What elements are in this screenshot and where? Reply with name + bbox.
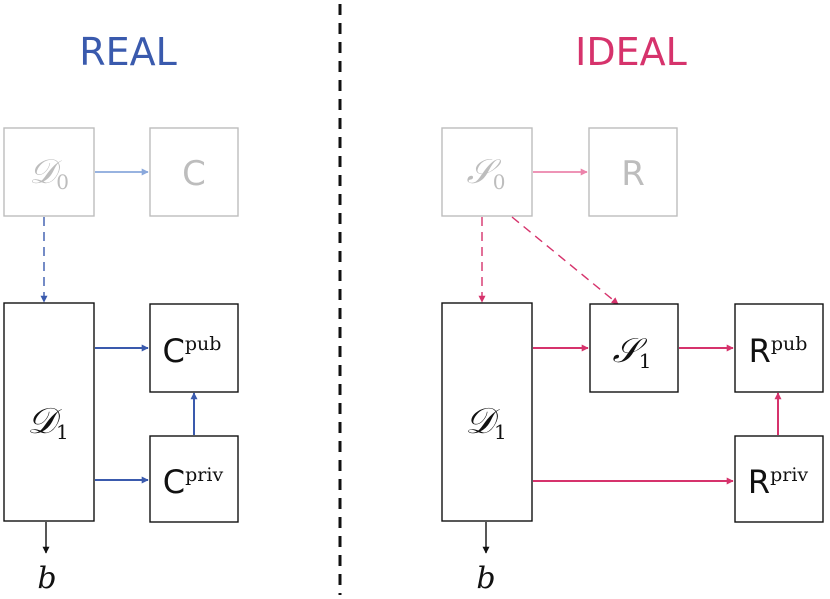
ideal-d1-box [441, 302, 533, 522]
real-c-priv-box [149, 435, 239, 523]
ideal-s0-to-s1-arrow [511, 216, 619, 305]
real-d1-label: 𝒟1 [27, 401, 68, 444]
ideal-s1-box [589, 303, 679, 393]
ideal-r-priv-box [734, 435, 824, 523]
ideal-output-label: b [476, 561, 495, 596]
real-heading: REAL [79, 30, 177, 74]
real-c-label: C [182, 154, 206, 194]
real-c-box [149, 127, 239, 217]
real-d0-box [3, 127, 95, 217]
real-output-label: b [37, 561, 56, 596]
ideal-r-pub-box [734, 303, 824, 393]
real-d1-box [3, 302, 95, 522]
ideal-r-pub-label: Rpub [749, 332, 808, 370]
ideal-s0-box [441, 127, 533, 217]
ideal-heading: IDEAL [575, 30, 687, 74]
real-c-pub-box [149, 303, 239, 393]
ideal-r-label: R [621, 154, 645, 194]
real-c-pub-label: Cpub [163, 332, 222, 370]
ideal-r-box [588, 127, 678, 217]
ideal-r-priv-label: Rpriv [748, 463, 809, 501]
real-c-priv-label: Cpriv [163, 463, 224, 501]
ideal-s0-label: 𝒮0 [466, 152, 505, 194]
ideal-s1-label: 𝒮1 [612, 331, 651, 373]
ideal-d1-label: 𝒟1 [465, 401, 506, 444]
real-d0-label: 𝒟0 [29, 152, 69, 194]
